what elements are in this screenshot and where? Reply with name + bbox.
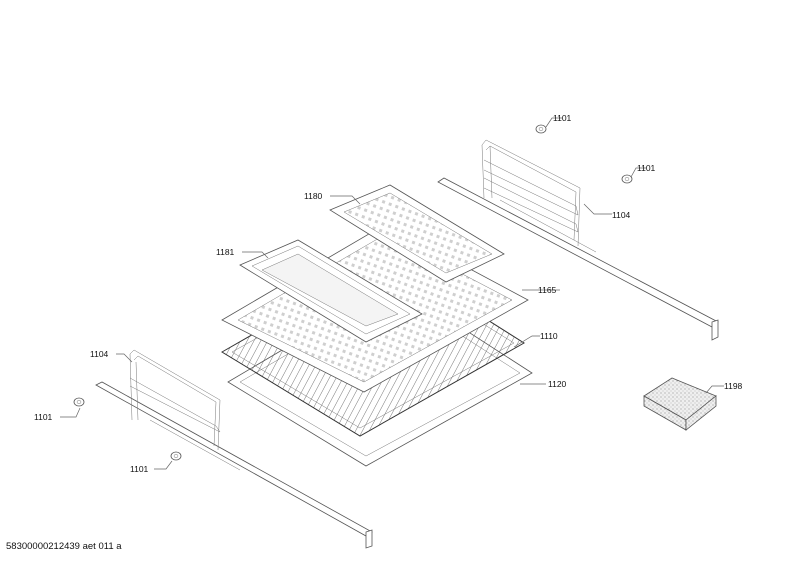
clip-top [535, 124, 547, 134]
callout-1101-right: 1101 [637, 163, 656, 173]
perforated-pan [329, 184, 505, 283]
clip-bottom [170, 451, 182, 461]
callout-1165: 1165 [538, 285, 557, 295]
callout-1181: 1181 [216, 247, 235, 257]
callout-1104-left: 1104 [90, 349, 109, 359]
clip-right [621, 174, 633, 184]
document-id: 58300000212439 aet 011 a [6, 541, 122, 552]
callout-1110: 1110 [540, 331, 558, 341]
callout-1101-top: 1101 [553, 113, 572, 123]
callout-1198: 1198 [724, 381, 743, 391]
callout-1104-right: 1104 [612, 210, 631, 220]
left-side-rail [95, 349, 373, 549]
cleaning-sponge [643, 377, 717, 431]
deep-pan-solid [239, 239, 423, 343]
callout-1101-left: 1101 [34, 412, 53, 422]
clip-left [73, 397, 85, 407]
leader-lines [60, 117, 724, 470]
callout-1120: 1120 [548, 379, 567, 389]
callout-1180: 1180 [304, 191, 323, 201]
callout-1101-bottom: 1101 [130, 464, 149, 474]
right-side-rail [437, 139, 719, 341]
